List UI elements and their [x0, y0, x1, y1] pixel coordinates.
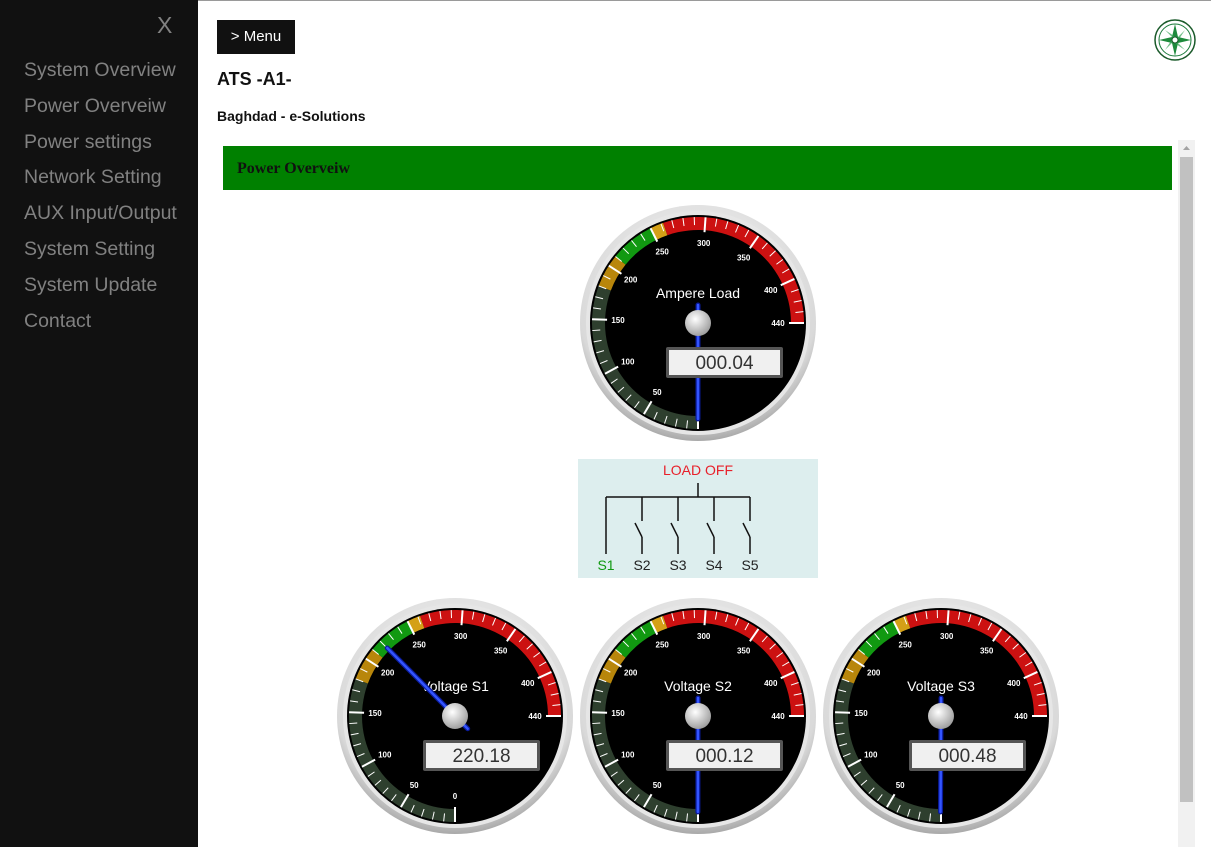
page-title: ATS -A1-: [217, 69, 292, 89]
nav-item-system-setting[interactable]: System Setting: [24, 237, 156, 260]
gauge-tick-label: 50: [896, 781, 905, 790]
top-border: [198, 0, 1211, 1]
gauge-tick-label: 200: [624, 669, 638, 678]
gauge-tick-label: 300: [454, 632, 468, 641]
switch-panel: LOAD OFF S1 S2 S3 S4 S5: [578, 459, 818, 578]
gauge-tick-label: 50: [653, 388, 662, 397]
gauge-tick-label: 350: [737, 646, 751, 655]
source-label: S2: [633, 557, 650, 573]
voltage-s1-gauge: 0 50 100 150 200 250 300 350 400 440 Voltage S1 220…: [337, 598, 573, 834]
section-title: Power Overveiw: [237, 160, 350, 177]
sidebar-nav: X System Overview Power Overveiw Power s…: [0, 0, 198, 847]
gauge-knob: [442, 703, 468, 729]
gauge-tick-label: 400: [764, 286, 778, 295]
source-label: S4: [705, 557, 722, 573]
page-subtitle: Baghdad - e-Solutions: [217, 108, 366, 124]
nav-item-power-settings[interactable]: Power settings: [24, 130, 152, 153]
gauge-tick-label: 100: [621, 357, 635, 366]
scrollbar[interactable]: [1178, 140, 1195, 847]
gauge-readout: 000.48: [938, 746, 996, 767]
scroll-up-arrow-icon[interactable]: [1178, 140, 1195, 157]
gauge-tick-label: 350: [494, 646, 508, 655]
gauge-tick-label: 440: [771, 319, 785, 328]
switch-diagram: LOAD OFF S1 S2 S3 S4 S5: [597, 462, 758, 573]
gauge-tick-label: 250: [656, 247, 670, 256]
nav-item-power-overview[interactable]: Power Overveiw: [24, 94, 166, 117]
gauge-tick-label: 0: [453, 792, 458, 801]
gauge-tick-label: 150: [611, 709, 625, 718]
gauge-tick-label: 150: [854, 709, 868, 718]
gauge-tick-label: 300: [697, 632, 711, 641]
scroll-thumb[interactable]: [1180, 157, 1193, 802]
source-label: S5: [741, 557, 758, 573]
source-label: S3: [669, 557, 686, 573]
gauge-tick-label: 440: [771, 712, 785, 721]
gauge-tick-label: 300: [697, 239, 711, 248]
gauge-tick-label: 300: [940, 632, 954, 641]
gauge-readout: 000.04: [695, 353, 754, 374]
gauge-tick-label: 400: [521, 679, 535, 688]
nav-item-system-update[interactable]: System Update: [24, 273, 158, 296]
nav-item-contact[interactable]: Contact: [24, 309, 92, 332]
gauge-tick-label: 100: [621, 750, 635, 759]
gauge-tick-label: 350: [737, 253, 751, 262]
gauge-label: Voltage S3: [907, 678, 975, 694]
gauge-label: Ampere Load: [656, 285, 740, 301]
gauge-tick-label: 100: [378, 750, 392, 759]
gauge-tick-label: 250: [413, 640, 427, 649]
gauge-tick-label: 50: [410, 781, 419, 790]
gauge-tick-label: 250: [899, 640, 913, 649]
menu-button[interactable]: > Menu: [217, 20, 295, 54]
gauge-knob: [928, 703, 954, 729]
nav-list: System Overview Power Overveiw Power set…: [24, 53, 177, 339]
gauge-tick-label: 440: [1014, 712, 1028, 721]
gauge-tick-label: 350: [980, 646, 994, 655]
gauge-tick-label: 440: [528, 712, 542, 721]
gauge-knob: [685, 310, 711, 336]
ampere-load-gauge: 050100150200250300350400440Ampere Load00…: [580, 205, 816, 441]
gauge-knob: [685, 703, 711, 729]
gauge-tick-label: 400: [1007, 679, 1021, 688]
gauge-tick-label: 50: [653, 781, 662, 790]
nav-item-network-setting[interactable]: Network Setting: [24, 166, 162, 189]
nav-item-system-overview[interactable]: System Overview: [24, 59, 176, 81]
gauge-tick-label: 200: [624, 276, 638, 285]
gauge-readout: 000.12: [695, 746, 753, 767]
gauge-tick-label: 200: [381, 669, 395, 678]
section-header: Power Overveiw: [223, 146, 1172, 190]
source-label: S1: [597, 557, 614, 573]
gauge-tick-label: 400: [764, 679, 778, 688]
gauge-tick-label: 200: [867, 669, 881, 678]
gauge-readout: 220.18: [452, 746, 510, 767]
gauge-tick-label: 150: [368, 709, 382, 718]
gauge-tick-label: 100: [864, 750, 878, 759]
gauge-label: Voltage S2: [664, 678, 732, 694]
gauge-tick-label: 150: [611, 316, 625, 325]
compass-logo-icon[interactable]: [1154, 19, 1196, 61]
load-status: LOAD OFF: [663, 462, 733, 478]
gauge-tick-label: 250: [656, 640, 670, 649]
gauge-label: Voltage S1: [421, 678, 489, 694]
close-icon[interactable]: X: [157, 12, 173, 38]
nav-item-aux-input-output[interactable]: AUX Input/Output: [24, 202, 177, 225]
